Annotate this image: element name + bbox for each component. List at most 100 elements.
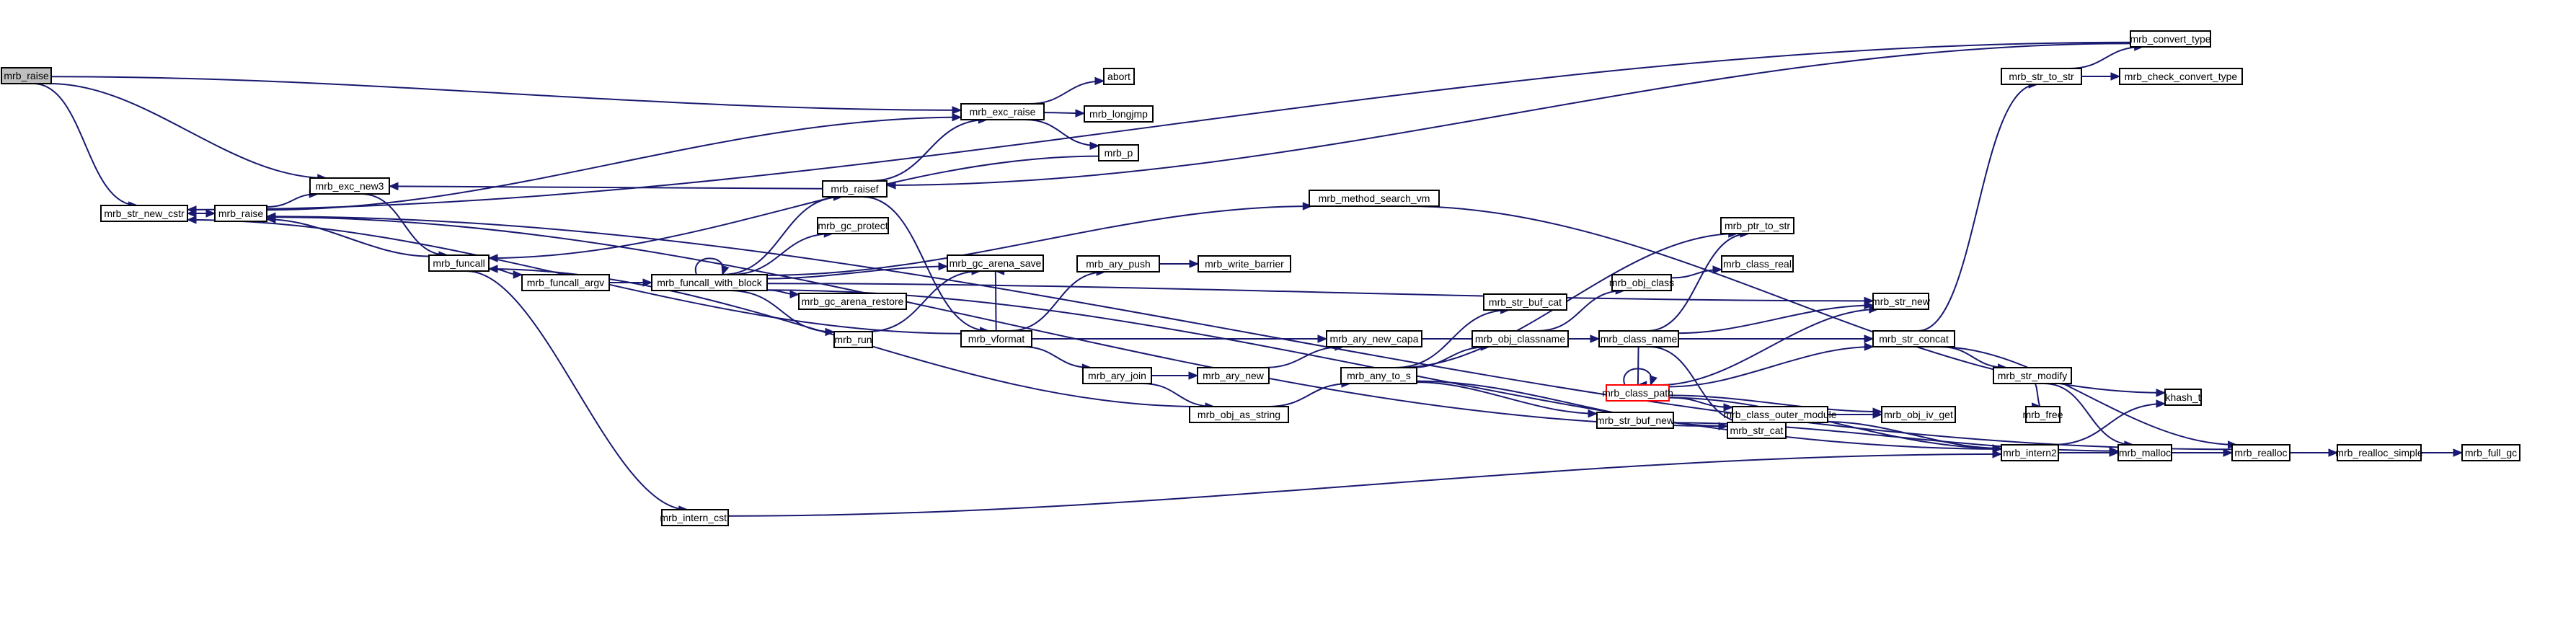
edge-mrb-any-to-s-to-mrb-str-cat	[1416, 380, 1728, 427]
node-label: mrb_funcall_argv	[527, 277, 604, 288]
node-mrb-vformat[interactable]: mrb_vformat	[960, 330, 1032, 347]
edge-mrb-raise-root-to-mrb-str-new-cstr	[32, 83, 138, 206]
edge-mrb-realloc-simple-to-mrb-full-gc-arrowhead	[2453, 448, 2464, 457]
node-mrb-convert-type[interactable]: mrb_convert_type	[2130, 30, 2211, 48]
node-mrb-method-search-vm[interactable]: mrb_method_search_vm	[1309, 190, 1440, 207]
node-mrb-intern-cstr[interactable]: mrb_intern_cstr	[660, 509, 730, 526]
node-label: mrb_run	[834, 334, 872, 345]
node-abort[interactable]: abort	[1103, 68, 1135, 85]
node-box	[1606, 384, 1670, 402]
node-mrb-str-buf-cat[interactable]: mrb_str_buf_cat	[1483, 293, 1567, 311]
edge-mrb-class-path-to-mrb-str-new	[1660, 309, 1878, 386]
node-mrb-funcall-with-block[interactable]: mrb_funcall_with_block	[651, 274, 768, 291]
node-mrb-run[interactable]: mrb_run	[833, 331, 873, 348]
node-label: mrb_str_new	[1872, 296, 1931, 307]
node-mrb-full-gc[interactable]: mrb_full_gc	[2461, 444, 2520, 461]
edge-mrb-any-to-s-to-mrb-obj-classname	[1409, 346, 1490, 368]
node-mrb-str-new-cstr[interactable]: mrb_str_new_cstr	[100, 205, 188, 222]
node-mrb-obj-classname[interactable]: mrb_obj_classname	[1471, 330, 1569, 347]
edge-mrb-run-to-mrb-gc-arena-save	[867, 270, 981, 332]
node-mrb-str-cat[interactable]: mrb_str_cat	[1727, 422, 1787, 439]
node-label: mrb_class_name	[1601, 333, 1678, 345]
node-mrb-obj-iv-get[interactable]: mrb_obj_iv_get	[1881, 406, 1956, 423]
node-mrb-ary-new[interactable]: mrb_ary_new	[1197, 367, 1270, 384]
edge-mrb-intern-cstr-to-mrb-intern2	[727, 453, 2002, 517]
edge-mrb-raisef-to-mrb-exc-new3	[389, 185, 823, 190]
node-mrb-intern2[interactable]: mrb_intern2	[2001, 444, 2059, 461]
node-label: mrb_str_buf_new	[1596, 415, 1675, 426]
edge-mrb-str-to-str-to-mrb-convert-type	[2068, 46, 2143, 69]
node-mrb-ptr-to-str[interactable]: mrb_ptr_to_str	[1720, 217, 1794, 234]
node-mrb-raise-root[interactable]: mrb_raise	[1, 67, 52, 84]
edge-mrb-convert-type-to-mrb-raisef	[886, 43, 2131, 186]
node-box	[521, 274, 610, 291]
node-mrb-class-path[interactable]: mrb_class_path	[1602, 384, 1673, 402]
node-mrb-str-new[interactable]: mrb_str_new	[1872, 293, 1931, 310]
edge-mrb-class-name-to-mrb-ptr-to-str	[1647, 233, 1749, 332]
edge-mrb-raise-to-mrb-exc-raise-arrowhead	[952, 112, 962, 122]
node-mrb-any-to-s[interactable]: mrb_any_to_s	[1340, 367, 1417, 384]
node-mrb-exc-raise[interactable]: mrb_exc_raise	[960, 103, 1045, 120]
node-mrb-free[interactable]: mrb_free	[2022, 406, 2063, 423]
node-box	[1197, 367, 1270, 384]
node-box	[2130, 30, 2211, 48]
edge-mrb-realloc-to-mrb-raise-arrowhead	[265, 212, 276, 221]
node-box	[1720, 217, 1794, 234]
node-mrb-funcall-argv[interactable]: mrb_funcall_argv	[521, 274, 610, 291]
edge-mrb-funcall-with-block-to-mrb-funcall-with-block-arrowhead	[721, 265, 730, 276]
node-mrb-funcall[interactable]: mrb_funcall	[428, 254, 490, 272]
node-box	[2119, 68, 2243, 85]
node-mrb-gc-arena-restore[interactable]: mrb_gc_arena_restore	[798, 293, 907, 310]
edge-mrb-vformat-to-mrb-ary-push	[1009, 271, 1106, 332]
node-mrb-raisef[interactable]: mrb_raisef	[822, 180, 888, 198]
node-box	[1611, 274, 1672, 291]
node-box	[1084, 105, 1154, 123]
node-mrb-class-name[interactable]: mrb_class_name	[1598, 330, 1679, 347]
node-mrb-obj-as-string[interactable]: mrb_obj_as_string	[1189, 406, 1289, 423]
node-mrb-str-to-str[interactable]: mrb_str_to_str	[2001, 68, 2082, 85]
node-mrb-str-concat[interactable]: mrb_str_concat	[1872, 330, 1955, 347]
node-box	[1103, 68, 1135, 85]
edge-mrb-class-name-to-mrb-str-concat-arrowhead	[1864, 334, 1875, 343]
node-label: mrb_str_to_str	[2009, 71, 2074, 82]
node-mrb-exc-new3[interactable]: mrb_exc_new3	[309, 177, 390, 195]
node-box	[661, 509, 729, 526]
edge-mrb-ary-push-to-mrb-write-barrier-arrowhead	[1189, 260, 1200, 268]
node-mrb-realloc-simple[interactable]: mrb_realloc_simple	[2335, 444, 2423, 461]
node-mrb-p[interactable]: mrb_p	[1098, 144, 1139, 161]
node-mrb-ary-new-capa[interactable]: mrb_ary_new_capa	[1326, 330, 1422, 347]
node-box	[1189, 406, 1289, 423]
node-mrb-gc-arena-save[interactable]: mrb_gc_arena_save	[947, 254, 1044, 272]
node-label: mrb_gc_arena_save	[950, 257, 1042, 269]
edge-mrb-raise-root-to-mrb-exc-raise-arrowhead	[952, 106, 962, 115]
edge-mrb-exc-raise-to-abort-arrowhead	[1094, 76, 1105, 86]
node-mrb-raise[interactable]: mrb_raise	[214, 205, 267, 222]
node-box	[1727, 422, 1787, 439]
node-label: mrb_convert_type	[2130, 33, 2210, 45]
node-mrb-class-outer-module[interactable]: mrb_class_outer_module	[1723, 406, 1837, 423]
edge-mrb-class-name-to-mrb-str-new-arrowhead	[1864, 301, 1875, 310]
node-box	[1076, 255, 1160, 273]
node-mrb-gc-protect[interactable]: mrb_gc_protect	[817, 217, 889, 234]
node-mrb-ary-push[interactable]: mrb_ary_push	[1076, 255, 1160, 273]
node-mrb-obj-class[interactable]: mrb_obj_class	[1609, 274, 1674, 291]
node-label: mrb_gc_arena_restore	[802, 296, 904, 307]
node-mrb-realloc[interactable]: mrb_realloc	[2231, 444, 2290, 461]
node-mrb-longjmp[interactable]: mrb_longjmp	[1084, 105, 1154, 123]
edge-mrb-raise-root-to-mrb-exc-new3	[49, 83, 327, 179]
node-label: mrb_check_convert_type	[2125, 71, 2238, 82]
node-box	[1881, 406, 1956, 423]
edge-mrb-vformat-to-mrb-str-new-cstr-arrowhead	[186, 216, 197, 224]
edge-mrb-p-to-mrb-funcall	[488, 155, 1099, 260]
node-mrb-malloc[interactable]: mrb_malloc	[2117, 444, 2172, 461]
node-khash-t[interactable]: khash_t	[2164, 389, 2202, 406]
edge-mrb-obj-classname-to-mrb-obj-class	[1537, 290, 1625, 332]
node-mrb-str-modify[interactable]: mrb_str_modify	[1993, 367, 2072, 384]
node-mrb-check-convert-type[interactable]: mrb_check_convert_type	[2119, 68, 2243, 85]
node-mrb-class-real[interactable]: mrb_class_real	[1721, 255, 1794, 273]
node-box	[1598, 330, 1679, 347]
node-mrb-ary-join[interactable]: mrb_ary_join	[1082, 367, 1152, 384]
node-mrb-str-buf-new[interactable]: mrb_str_buf_new	[1596, 412, 1675, 429]
node-mrb-write-barrier[interactable]: mrb_write_barrier	[1198, 255, 1291, 273]
edge-mrb-ary-new-to-mrb-ary-new-capa	[1263, 346, 1344, 368]
